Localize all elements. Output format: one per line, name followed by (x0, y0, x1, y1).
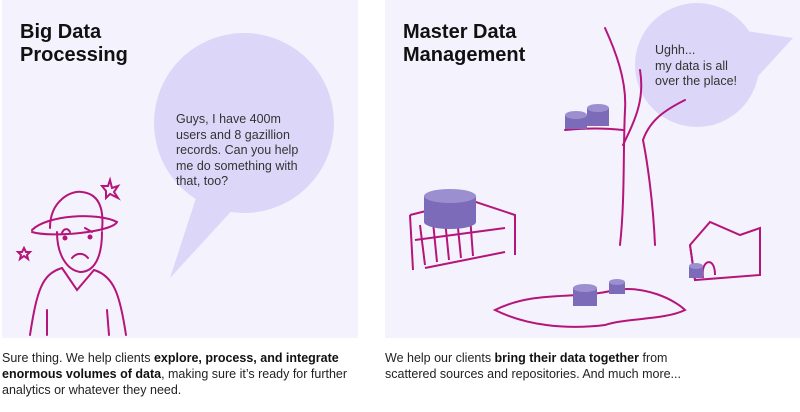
speech-bubble-text: Guys, I have 400m users and 8 gazillion … (176, 112, 298, 190)
panel-title-line2: Management (403, 44, 526, 66)
panel-title-line2: Processing (20, 44, 128, 66)
bubble-line: Ughh... (655, 43, 696, 57)
big-data-illustration (15, 33, 334, 336)
bubble-line: that, too? (176, 174, 229, 188)
bubble-line: Guys, I have 400m (176, 112, 281, 126)
caption-text: from scattered sources and repositories.… (385, 351, 681, 381)
speech-bubble-text: Ughh... my data is all over the place! (655, 43, 737, 90)
bubble-line: over the place! (655, 74, 737, 88)
master-data-illustration (409, 3, 793, 328)
bubble-line: my data is all (655, 58, 728, 73)
caption-text: We help our clients (385, 351, 495, 365)
database-icon (424, 104, 703, 306)
speech-bubble (154, 33, 334, 278)
big-data-caption: Sure thing. We help clients explore, pro… (2, 350, 362, 398)
master-data-panel: Master Data Management Ughh... my data i… (385, 0, 800, 338)
caption-bold: bring their data together (494, 351, 639, 365)
panel-title-line1: Big Data (20, 21, 102, 43)
tree-icon (564, 27, 686, 246)
panel-title-line1: Master Data (403, 21, 517, 43)
bubble-line: records. Can you help (176, 143, 299, 157)
confused-person-icon (15, 176, 127, 336)
bubble-line: me do something with (176, 158, 298, 173)
caption-text: Sure thing. We help clients (2, 351, 154, 365)
bubble-line: users and 8 gazillion (176, 127, 290, 142)
caption-bold: explore, process, and integrate enormous… (2, 351, 339, 381)
master-data-caption: We help our clients bring their data tog… (385, 350, 715, 382)
speech-bubble (635, 3, 793, 127)
big-data-panel: Big Data Processing Guys, I have 400m us… (2, 0, 358, 338)
caption-text: , making sure it’s ready for further ana… (2, 367, 348, 397)
data-puddle (492, 288, 687, 328)
